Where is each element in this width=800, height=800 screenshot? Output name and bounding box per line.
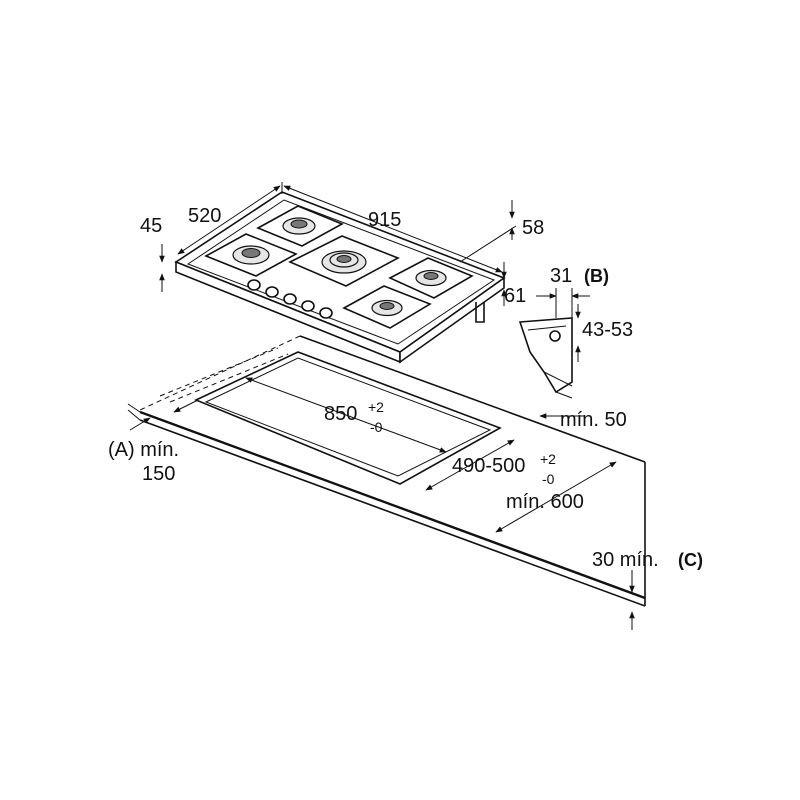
label-cutout-depth-tol-minus: -0 <box>542 471 555 487</box>
burner-back-left <box>282 217 316 235</box>
label-ref-b: (B) <box>584 266 609 286</box>
dimension-lines <box>129 182 635 630</box>
burner-left <box>232 245 270 265</box>
label-min-front: mín. 600 <box>506 491 584 513</box>
label-depth: 520 <box>188 205 221 227</box>
burner-front <box>371 299 403 317</box>
label-min-worktop: 30 mín. <box>592 549 659 571</box>
grate-front <box>342 285 432 329</box>
label-min-side: (A) mín. <box>108 439 179 461</box>
label-burner-front: 58 <box>522 217 544 239</box>
label-min-side-value: 150 <box>142 463 175 485</box>
label-height: 45 <box>140 215 162 237</box>
burner-center <box>321 250 367 274</box>
bracket-detail <box>518 317 573 399</box>
worktop <box>127 335 646 607</box>
dimension-labels: 915 520 45 58 61 31 (B) 43-53 850 +2 -0 … <box>108 205 703 571</box>
label-bracket-thickness: 43-53 <box>582 319 633 341</box>
label-cutout-depth: 490-500 <box>452 455 525 477</box>
label-side-offset: 61 <box>504 285 526 307</box>
label-width: 915 <box>368 209 401 231</box>
label-cutout-width-tol-plus: +2 <box>368 399 384 415</box>
label-cutout-width-tol-minus: -0 <box>370 419 383 435</box>
label-bracket-width: 31 <box>550 265 572 287</box>
label-cutout-depth-tol-plus: +2 <box>540 451 556 467</box>
control-knobs <box>247 279 333 319</box>
burner-right <box>415 269 447 287</box>
gas-hob <box>174 191 506 364</box>
label-cutout-width: 850 <box>324 403 357 425</box>
label-min-back: mín. 50 <box>560 409 627 431</box>
label-ref-c: (C) <box>678 550 703 570</box>
